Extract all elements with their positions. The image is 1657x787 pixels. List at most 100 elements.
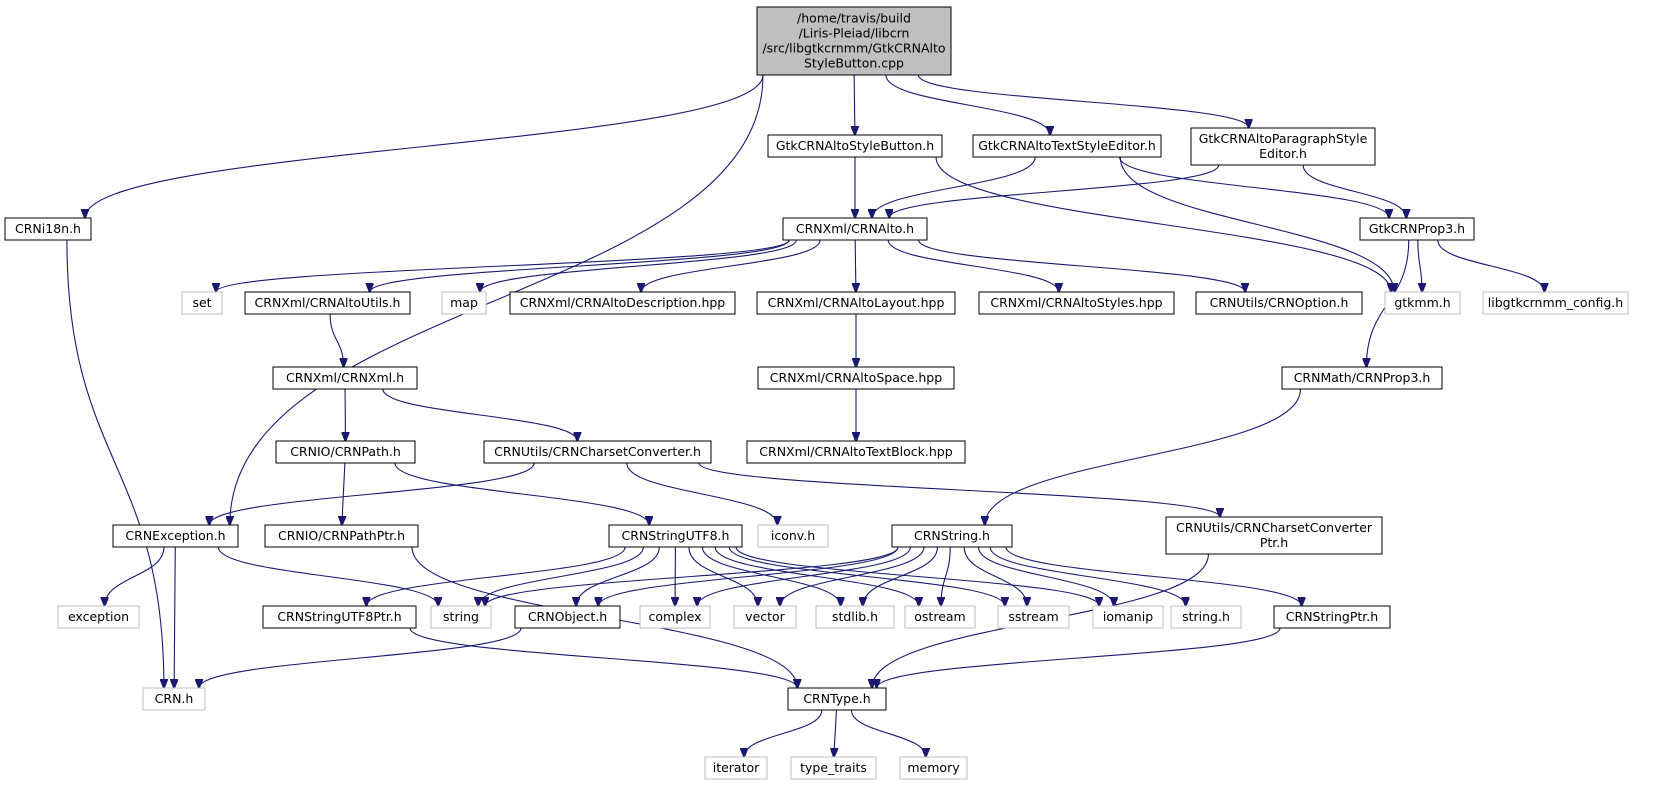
node-box: [509, 291, 736, 315]
node-crnoption[interactable]: CRNUtils/CRNOption.h: [1195, 291, 1363, 315]
node-box: [997, 605, 1070, 629]
node-crnstringptr[interactable]: CRNStringPtr.h: [1273, 605, 1391, 629]
node-box: [264, 524, 419, 548]
edge-crntype-to-iterator: [744, 709, 823, 757]
node-set: set: [181, 291, 223, 315]
node-label: CRNException.h: [125, 528, 225, 543]
node-box: [790, 756, 877, 780]
edge-utf8-to-vector: [688, 546, 758, 606]
node-root[interactable]: /home/travis/build/Liris-Pleiad/libcrn/s…: [756, 6, 952, 76]
edge-gtktextstyle-to-gtkmm: [1119, 156, 1394, 292]
node-crntype[interactable]: CRNType.h: [787, 687, 887, 711]
node-label: CRNUtils/CRNOption.h: [1210, 295, 1349, 310]
node-label: CRNUtils/CRNCharsetConverter.h: [494, 444, 701, 459]
node-box: [262, 605, 417, 629]
edge-crni18n-to-crnh: [66, 239, 164, 688]
node-label: CRNXml/CRNAltoTextBlock.hpp: [759, 444, 952, 459]
node-crnxml[interactable]: CRNXml/CRNXml.h: [272, 366, 418, 390]
edge-crnstring-to-crnobject: [598, 546, 899, 606]
edge-utf8-to-ostream: [714, 546, 919, 606]
edge-gtktextstyle-to-crnalto: [872, 156, 1036, 218]
node-label: CRNXml/CRNAlto.h: [796, 221, 914, 236]
node-box: [142, 687, 206, 711]
node-typetraits: type_traits: [790, 756, 877, 780]
node-label: CRN.h: [155, 691, 194, 706]
node-box: [1482, 291, 1629, 315]
node-box: [1273, 605, 1391, 629]
node-iconv: iconv.h: [757, 524, 829, 548]
node-altotextblock[interactable]: CRNXml/CRNAltoTextBlock.hpp: [746, 440, 966, 464]
node-label: CRNStringUTF8Ptr.h: [277, 609, 401, 624]
node-charsetconv[interactable]: CRNUtils/CRNCharsetConverter.h: [483, 440, 712, 464]
edge-crnalto-to-map: [480, 239, 797, 292]
node-label: GtkCRNProp3.h: [1369, 221, 1465, 236]
edge-root-to-crni18n: [85, 74, 764, 218]
node-altostyles[interactable]: CRNXml/CRNAltoStyles.hpp: [978, 291, 1175, 315]
node-gtktextstyle[interactable]: GtkCRNAltoTextStyleEditor.h: [972, 134, 1162, 158]
node-label: CRNXml/CRNAltoDescription.hpp: [520, 295, 726, 310]
node-crnexception[interactable]: CRNException.h: [112, 524, 239, 548]
node-box: [608, 524, 743, 548]
node-gtkstylebutton[interactable]: GtkCRNAltoStyleButton.h: [767, 134, 943, 158]
edge-crnstring-to-complex: [697, 546, 911, 606]
node-gtkprop3[interactable]: GtkCRNProp3.h: [1359, 217, 1475, 241]
node-box: [787, 687, 887, 711]
node-label: CRNStringPtr.h: [1286, 609, 1378, 624]
node-altolayout[interactable]: CRNXml/CRNAltoLayout.hpp: [756, 291, 956, 315]
node-label: CRNXml/CRNAltoStyles.hpp: [990, 295, 1162, 310]
edge-crnstring-to-stringh: [989, 546, 1186, 606]
node-crnmathprop3[interactable]: CRNMath/CRNProp3.h: [1281, 366, 1443, 390]
node-label: GtkCRNAltoStyleButton.h: [776, 138, 934, 153]
node-label: set: [192, 295, 211, 310]
node-altospace[interactable]: CRNXml/CRNAltoSpace.hpp: [757, 366, 955, 390]
edge-crnstring-to-sstream: [963, 546, 1027, 606]
edge-crnpath-to-crnpathptr: [342, 462, 345, 525]
node-label: iomanip: [1103, 609, 1153, 624]
node-box: [782, 217, 928, 241]
node-exception: exception: [57, 605, 140, 629]
node-label: /src/libgtkcrnmm/GtkCRNAlto: [762, 41, 945, 56]
node-label: CRNXml/CRNXml.h: [286, 370, 404, 385]
node-iomanip: iomanip: [1092, 605, 1164, 629]
node-label: CRNIO/CRNPathPtr.h: [278, 528, 405, 543]
node-box: [1281, 366, 1443, 390]
node-label: complex: [649, 609, 702, 624]
node-sstream: sstream: [997, 605, 1070, 629]
edge-crnstring-to-vector: [780, 546, 925, 606]
edge-crnmathprop3-to-crnstring: [985, 388, 1302, 525]
edge-root-to-crnexception: [230, 74, 764, 525]
node-stdlib: stdlib.h: [815, 605, 895, 629]
node-crnalto[interactable]: CRNXml/CRNAlto.h: [782, 217, 928, 241]
node-label: GtkCRNAltoParagraphStyle: [1199, 131, 1368, 146]
node-crni18n[interactable]: CRNi18n.h: [4, 217, 92, 241]
edge-crnexception-to-exception: [105, 546, 165, 606]
edge-altoutils-to-crnxml: [329, 313, 343, 367]
edge-gtkprop3-to-gtkmm: [1417, 239, 1422, 292]
node-altodesc[interactable]: CRNXml/CRNAltoDescription.hpp: [509, 291, 736, 315]
edge-crnalto-to-altodesc: [641, 239, 821, 292]
node-crnobject[interactable]: CRNObject.h: [514, 605, 621, 629]
node-box: [1165, 516, 1383, 555]
node-box: [483, 440, 712, 464]
node-box: [904, 605, 976, 629]
node-complex: complex: [639, 605, 711, 629]
node-label: CRNString.h: [914, 528, 990, 543]
node-box: [899, 756, 968, 780]
node-label: sstream: [1008, 609, 1058, 624]
node-altoutils[interactable]: CRNXml/CRNAltoUtils.h: [244, 291, 411, 315]
node-libgtkconfig: libgtkcrnmm_config.h: [1482, 291, 1629, 315]
node-utf8ptr[interactable]: CRNStringUTF8Ptr.h: [262, 605, 417, 629]
edge-root-to-gtkstylebutton: [854, 74, 855, 135]
node-crnpath[interactable]: CRNIO/CRNPath.h: [275, 440, 416, 464]
edge-crnalto-to-set: [216, 239, 790, 292]
node-crnstring[interactable]: CRNString.h: [891, 524, 1013, 548]
node-crnpathptr[interactable]: CRNIO/CRNPathPtr.h: [264, 524, 419, 548]
edge-crnstring-to-string: [485, 546, 899, 606]
node-label: libgtkcrnmm_config.h: [1488, 295, 1623, 310]
node-memory: memory: [899, 756, 968, 780]
node-utf8[interactable]: CRNStringUTF8.h: [608, 524, 743, 548]
node-box: [1359, 217, 1475, 241]
